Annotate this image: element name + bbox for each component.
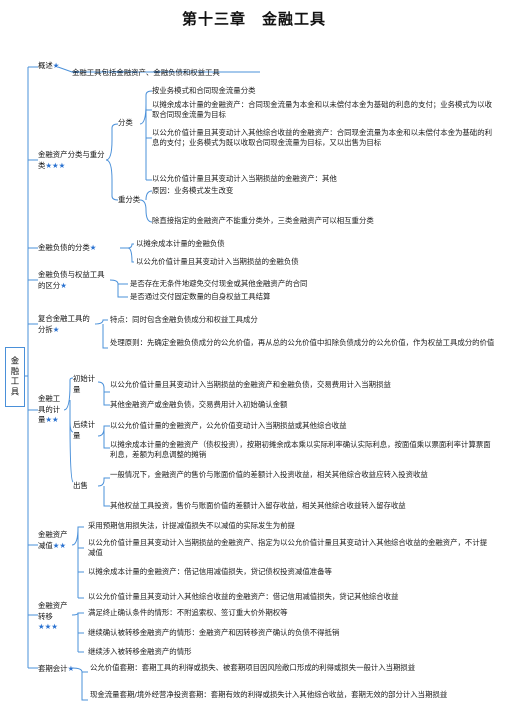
category-measurement: 金融工具的计量★★ — [38, 394, 62, 426]
page-title: 第十三章 金融工具 — [181, 10, 326, 28]
impairment-item: 采用预期信用损失法，计提减值损失不以减值的实际发生为前提 — [88, 521, 295, 530]
classify-item: 以摊余成本计量的金融资产：合同现金流量为本金和以未偿付本金为基础的利息的支付；业… — [152, 100, 492, 120]
star-rating: ★★ — [45, 415, 59, 424]
impairment-item: 以摊余成本计量的金融资产：借记信用减值损失，贷记债权投资减值准备等 — [88, 567, 332, 576]
category-overview: 概述★ — [38, 61, 59, 72]
star-rating: ★ — [52, 324, 60, 334]
hedge-item: 公允价值套期：套期工具的利得或损失、被套期项目因风险敞口形成的利得或损失一般计入… — [90, 663, 416, 672]
category-hedge-label: 套期会计 — [38, 664, 68, 673]
category-measurement-label: 金融工具的计量 — [38, 394, 61, 424]
classify-item: 以公允价值计量且其变动计入其他综合收益的金融资产：合同现金流量为本金和以未偿付本… — [152, 128, 492, 148]
classify-item: 按业务模式和合同现金流量分类 — [152, 86, 256, 95]
category-impairment: 金融资产减值★★ — [38, 530, 72, 551]
category-liabilities: 金融负债的分类★ — [38, 243, 133, 254]
transfer-item: 继续确认被转移金融资产的情形：金融资产和因转移资产确认的负债不得抵销 — [88, 628, 340, 637]
subcategory-reclassify: 重分类 — [118, 195, 141, 204]
transfer-item: 继续涉入被转移金融资产的情形 — [88, 647, 192, 656]
subsequent-item: 以公允价值计量的金融资产，公允价值变动计入当期损益或其他综合收益 — [110, 421, 347, 430]
subcategory-subsequent: 后续计量 — [73, 420, 96, 440]
transfer-item: 满足终止确认条件的情形：不附追索权、签订重大价外期权等 — [88, 608, 288, 617]
distinction-item: 是否通过交付固定数量的自身权益工具结算 — [130, 292, 271, 301]
star-rating: ★★ — [52, 540, 67, 550]
compound-item: 处理原则：先确定金融负债成分的公允价值，再从总的公允价值中扣除负债成分的公允价值… — [110, 338, 495, 347]
overview-item: 金融工具包括金融资产、金融负债和权益工具 — [72, 68, 220, 77]
category-transfer-label: 金融资产转移 — [38, 601, 68, 621]
category-distinction-label: 金融负债与权益工具的区分 — [38, 270, 105, 290]
liabilities-item: 以公允价值计量且其变动计入当期损益的金融负债 — [136, 257, 299, 266]
star-rating: ★ — [60, 280, 67, 290]
category-impairment-label: 金融资产减值 — [38, 530, 68, 550]
star-rating: ★ — [89, 243, 97, 252]
impairment-item: 以公允价值计量且其变动计入其他综合收益的金融资产：借记信用减值损失，贷记其他综合… — [88, 592, 399, 601]
category-compound: 复合金融工具的分拆★ — [38, 314, 96, 335]
subcategory-initial: 初始计量 — [73, 374, 96, 394]
star-rating: ★★★ — [45, 160, 66, 170]
initial-item: 以公允价值计量且其变动计入当期损益的金融资产和金融负债，交易费用计入当期损益 — [110, 380, 391, 389]
category-liabilities-label: 金融负债的分类 — [38, 243, 90, 252]
sale-item: 其他权益工具投资，售价与账面价值的差额计入留存收益，相关其他综合收益转入留存收益 — [110, 501, 406, 510]
category-distinction: 金融负债与权益工具的区分★ — [38, 270, 110, 291]
category-assets-label: 金融资产分类与重分类 — [38, 150, 105, 170]
liabilities-item: 以摊余成本计量的金融负债 — [136, 239, 225, 248]
compound-item: 特点：同时包含金融负债成分和权益工具成分 — [110, 315, 258, 324]
star-rating: ★ — [67, 664, 75, 673]
category-assets: 金融资产分类与重分类★★★ — [38, 150, 108, 171]
reclassify-item: 除直接指定的金融资产不能重分类外，三类金融资产可以相互重分类 — [152, 216, 374, 225]
star-rating: ★ — [52, 61, 60, 70]
distinction-item: 是否存在无条件地避免交付现金或其他金融资产的合同 — [130, 279, 308, 288]
root-node: 金融工具 — [5, 347, 25, 407]
subcategory-classify: 分类 — [118, 118, 133, 127]
category-transfer: 金融资产转移★★★ — [38, 601, 72, 633]
category-hedge: 套期会计★ — [38, 664, 78, 675]
initial-item: 其他金融资产或金融负债，交易费用计入初始确认金额 — [110, 400, 288, 409]
hedge-item: 现金流量套期/境外经营净投资套期：套期有效的利得或损失计入其他综合收益，套期无效… — [90, 690, 448, 699]
classify-item: 以公允价值计量且其变动计入当期损益的金融资产：其他 — [152, 174, 337, 183]
sale-item: 一般情况下，金融资产的售价与账面价值的差额计入投资收益，相关其他综合收益应转入投… — [110, 470, 428, 479]
impairment-item: 以公允价值计量且其变动计入当期损益的金融资产、指定为以公允价值计量且其变动计入其… — [88, 538, 488, 558]
category-overview-label: 概述 — [38, 61, 53, 70]
star-rating: ★★★ — [38, 622, 58, 631]
subsequent-item: 以摊余成本计量的金融资产（债权投资），按期初摊余成本乘以实际利率确认实际利息，按… — [110, 440, 491, 460]
reclassify-item: 原因：业务模式发生改变 — [152, 186, 234, 195]
subcategory-sale: 出售 — [73, 481, 88, 490]
category-compound-label: 复合金融工具的分拆 — [38, 314, 90, 334]
